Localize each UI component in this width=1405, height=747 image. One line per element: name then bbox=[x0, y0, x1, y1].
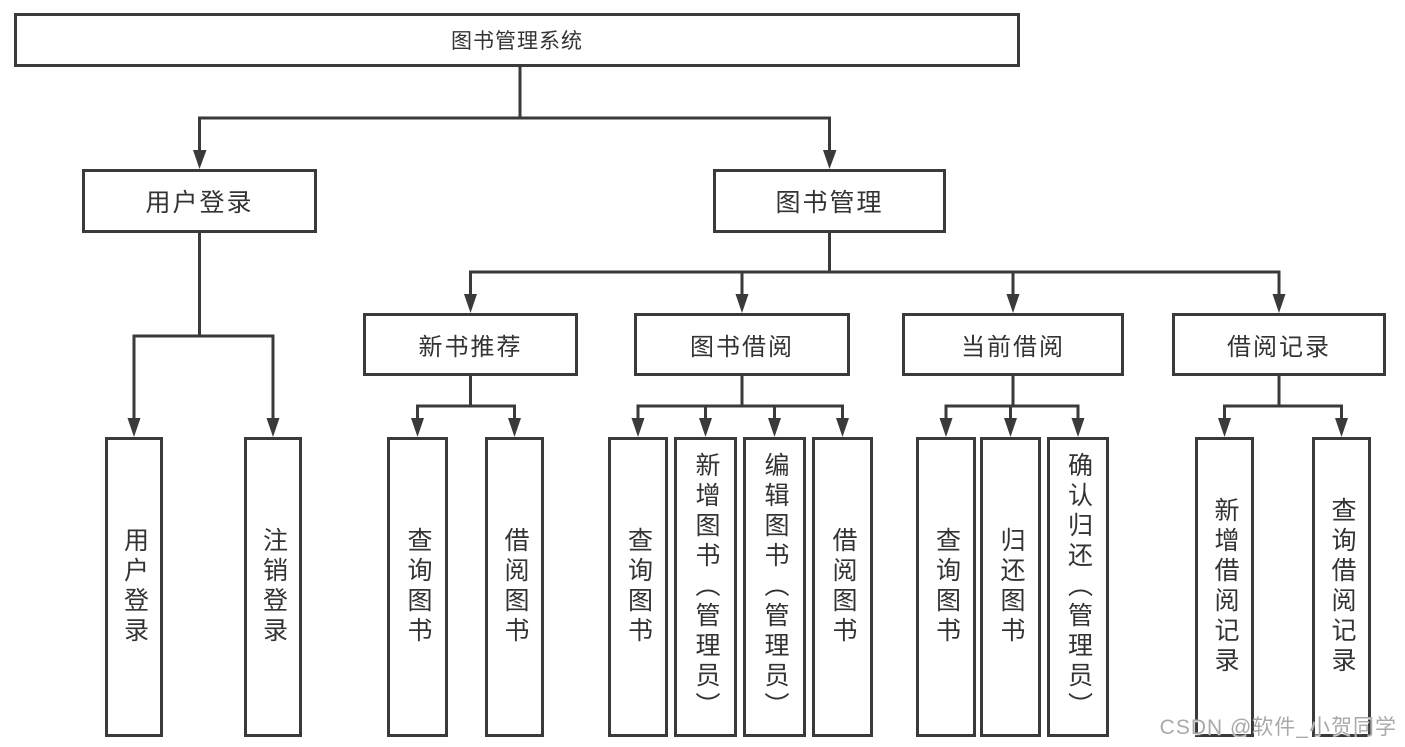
leaf-edit-books-admin: 编辑图书（管理员） bbox=[743, 437, 806, 737]
leaf-add-borrow-record: 新增借阅记录 bbox=[1195, 437, 1254, 737]
leaf-label: 借阅图书 bbox=[501, 527, 529, 647]
leaf-confirm-return-admin: 确认归还（管理员） bbox=[1047, 437, 1109, 737]
leaf-label: 归还图书 bbox=[997, 527, 1025, 647]
node-book-management: 图书管理 bbox=[713, 169, 946, 233]
leaf-user-login: 用户登录 bbox=[105, 437, 163, 737]
leaf-borrow-books: 借阅图书 bbox=[812, 437, 873, 737]
node-borrowing-records: 借阅记录 bbox=[1172, 313, 1386, 376]
leaf-label: 新增借阅记录 bbox=[1211, 497, 1239, 677]
leaf-label: 借阅图书 bbox=[829, 527, 857, 647]
node-library-system: 图书管理系统 bbox=[14, 13, 1020, 67]
leaf-label: 查询借阅记录 bbox=[1328, 497, 1356, 677]
leaf-return-books: 归还图书 bbox=[980, 437, 1041, 737]
leaf-add-books-admin: 新增图书（管理员） bbox=[674, 437, 737, 737]
leaf-label: 查询图书 bbox=[404, 527, 432, 647]
node-new-book-recommendation: 新书推荐 bbox=[363, 313, 578, 376]
leaf-query-books-borrowing: 查询图书 bbox=[608, 437, 668, 737]
node-user-login: 用户登录 bbox=[82, 169, 317, 233]
leaf-label: 注销登录 bbox=[259, 527, 288, 647]
leaf-label: 查询图书 bbox=[932, 527, 961, 647]
node-book-borrowing: 图书借阅 bbox=[634, 313, 850, 376]
leaf-label: 确认归还（管理员） bbox=[1064, 452, 1093, 722]
leaf-logout: 注销登录 bbox=[244, 437, 302, 737]
leaf-query-books-recommend: 查询图书 bbox=[387, 437, 448, 737]
leaf-query-books-current: 查询图书 bbox=[916, 437, 976, 737]
leaf-borrow-books-recommend: 借阅图书 bbox=[485, 437, 544, 737]
leaf-query-borrow-record: 查询借阅记录 bbox=[1312, 437, 1371, 737]
leaf-label: 用户登录 bbox=[120, 527, 149, 647]
csdn-watermark: CSDN @软件_小贺同学 bbox=[1159, 716, 1397, 739]
node-current-borrowing: 当前借阅 bbox=[902, 313, 1124, 376]
leaf-label: 编辑图书（管理员） bbox=[761, 452, 789, 722]
leaf-label: 新增图书（管理员） bbox=[692, 452, 720, 722]
leaf-label: 查询图书 bbox=[624, 527, 653, 647]
